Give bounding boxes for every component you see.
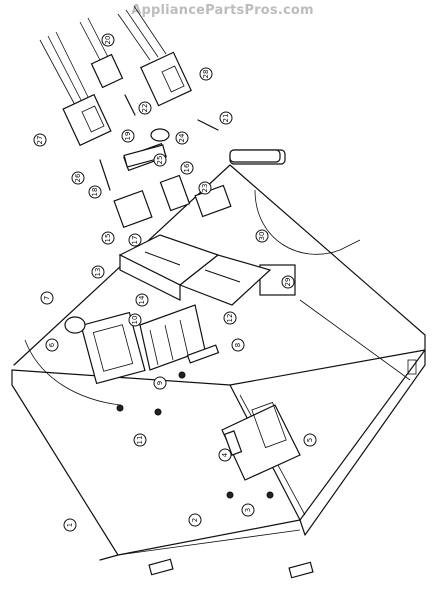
callout-12: 12 bbox=[223, 311, 237, 325]
svg-text:4: 4 bbox=[221, 452, 229, 457]
svg-text:2: 2 bbox=[191, 518, 199, 522]
svg-text:21: 21 bbox=[222, 114, 230, 123]
svg-text:27: 27 bbox=[36, 136, 44, 145]
terminal-strip bbox=[139, 304, 220, 371]
svg-text:17: 17 bbox=[131, 236, 139, 245]
svg-text:1: 1 bbox=[66, 523, 74, 527]
part-callouts: 1 2 3 4 5 6 7 8 9 10 11 12 13 14 15 16 1… bbox=[33, 33, 317, 532]
callout-5: 5 bbox=[303, 433, 317, 447]
callout-25: 25 bbox=[153, 153, 167, 167]
callout-9: 9 bbox=[153, 376, 167, 390]
svg-text:20: 20 bbox=[104, 36, 112, 45]
callout-11: 11 bbox=[133, 433, 147, 447]
circuit-board bbox=[221, 401, 301, 481]
cabinet-feet bbox=[123, 144, 314, 579]
callout-6: 6 bbox=[45, 338, 59, 352]
callout-30: 30 bbox=[255, 229, 269, 243]
callout-26: 26 bbox=[71, 171, 85, 185]
callout-23: 23 bbox=[198, 181, 212, 195]
svg-text:12: 12 bbox=[226, 314, 234, 323]
svg-text:5: 5 bbox=[306, 438, 314, 442]
terminal-pins bbox=[99, 94, 286, 191]
svg-text:28: 28 bbox=[202, 70, 210, 79]
svg-text:11: 11 bbox=[136, 436, 144, 445]
callout-2: 2 bbox=[188, 513, 202, 527]
svg-text:15: 15 bbox=[104, 234, 112, 243]
svg-text:29: 29 bbox=[284, 278, 292, 287]
transformer bbox=[64, 311, 146, 385]
callout-10: 10 bbox=[128, 313, 142, 327]
callout-17: 17 bbox=[128, 233, 142, 247]
svg-text:22: 22 bbox=[141, 104, 149, 113]
svg-text:19: 19 bbox=[124, 132, 132, 141]
svg-text:3: 3 bbox=[244, 508, 252, 512]
callout-21: 21 bbox=[219, 111, 233, 125]
callout-20: 20 bbox=[101, 33, 115, 47]
wire-harness bbox=[39, 5, 192, 147]
svg-text:18: 18 bbox=[91, 188, 99, 197]
callout-15: 15 bbox=[101, 231, 115, 245]
svg-text:9: 9 bbox=[156, 381, 164, 385]
callout-1: 1 bbox=[63, 518, 77, 532]
svg-text:14: 14 bbox=[138, 295, 146, 304]
callout-14: 14 bbox=[135, 293, 149, 307]
callout-19: 19 bbox=[121, 129, 135, 143]
callout-13: 13 bbox=[91, 265, 105, 279]
callout-3: 3 bbox=[241, 503, 255, 517]
callout-28: 28 bbox=[199, 67, 213, 81]
svg-text:8: 8 bbox=[234, 343, 242, 347]
callout-4: 4 bbox=[218, 448, 232, 462]
svg-text:7: 7 bbox=[43, 296, 51, 300]
callout-18: 18 bbox=[88, 185, 102, 199]
svg-text:25: 25 bbox=[156, 156, 164, 165]
svg-text:30: 30 bbox=[258, 232, 266, 241]
callout-24: 24 bbox=[175, 131, 189, 145]
svg-text:24: 24 bbox=[178, 133, 186, 142]
fasteners bbox=[116, 371, 274, 499]
svg-text:6: 6 bbox=[48, 342, 56, 347]
callout-16: 16 bbox=[180, 161, 194, 175]
svg-text:10: 10 bbox=[131, 316, 139, 325]
callout-27: 27 bbox=[33, 133, 47, 147]
terminal-blocks bbox=[118, 234, 272, 306]
cabinet-housing bbox=[11, 164, 426, 561]
svg-text:13: 13 bbox=[94, 268, 102, 277]
callout-22: 22 bbox=[138, 101, 152, 115]
svg-text:16: 16 bbox=[183, 163, 191, 172]
callout-29: 29 bbox=[281, 275, 295, 289]
watermark: AppliancePartsPros.com bbox=[131, 3, 314, 18]
svg-text:26: 26 bbox=[74, 173, 82, 182]
callout-7: 7 bbox=[40, 291, 54, 305]
svg-text:23: 23 bbox=[201, 184, 209, 193]
callout-8: 8 bbox=[231, 338, 245, 352]
